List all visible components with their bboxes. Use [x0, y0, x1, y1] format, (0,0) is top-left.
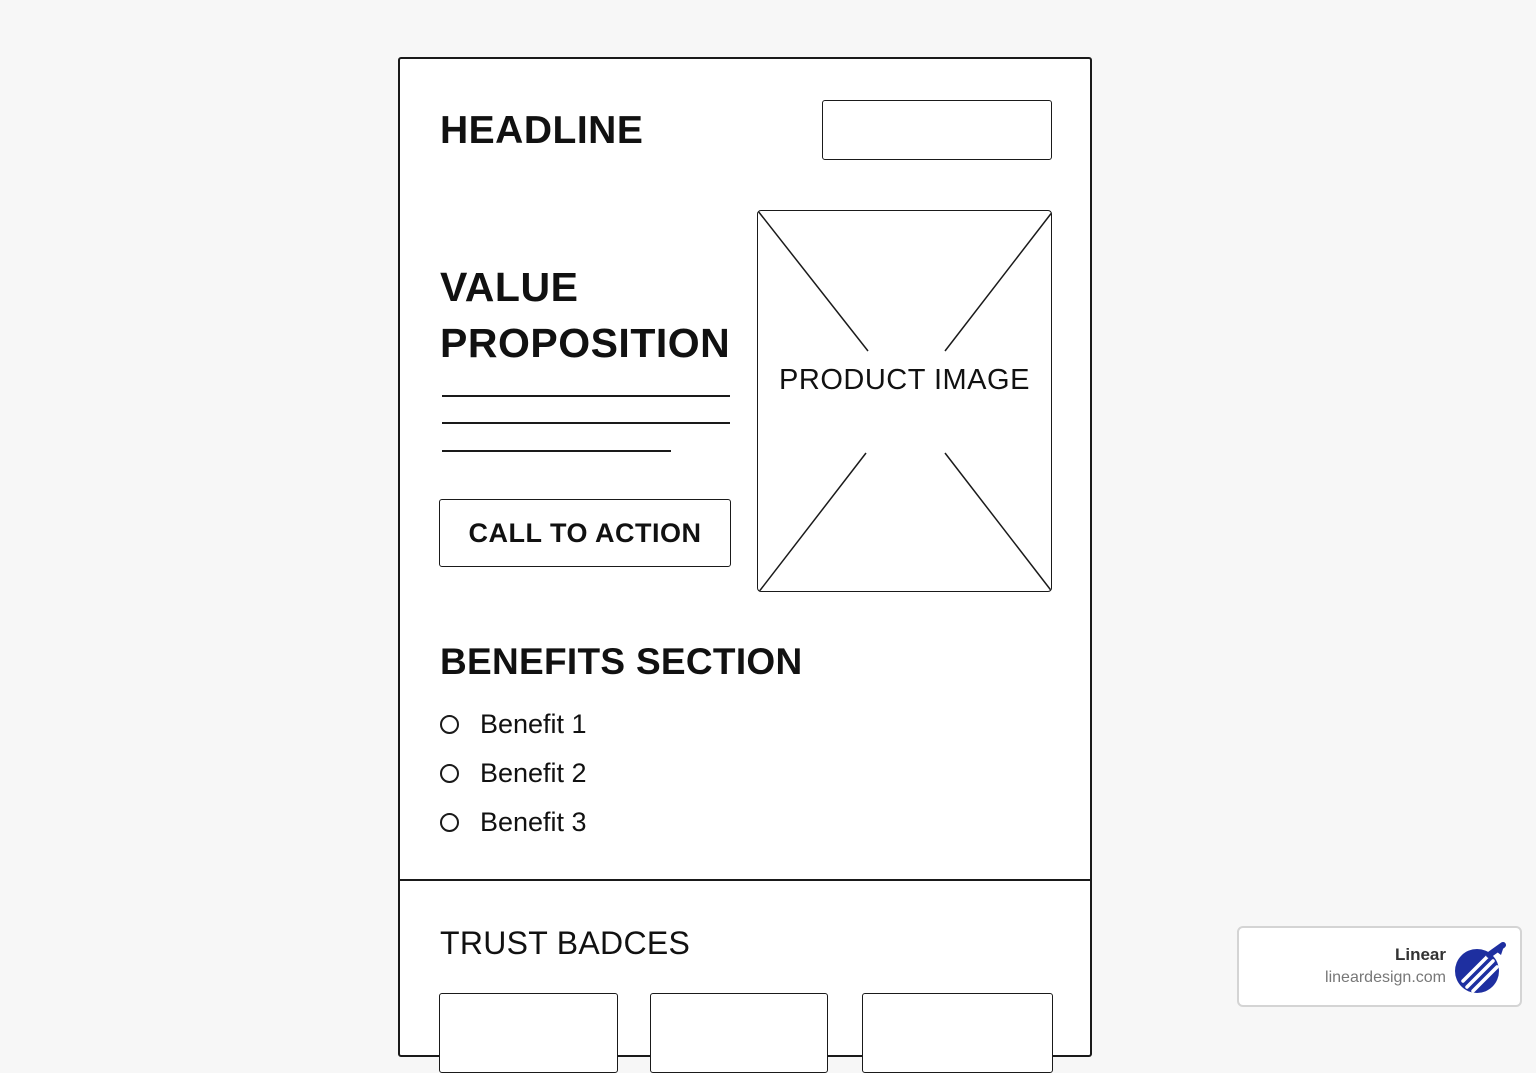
call-to-action-button[interactable]: CALL TO ACTION: [439, 499, 731, 567]
text-placeholder-line: [442, 422, 730, 424]
benefit-label: Benefit 1: [480, 708, 587, 739]
radio-circle-icon[interactable]: [440, 763, 459, 783]
benefit-item[interactable]: Benefit 2: [440, 756, 587, 790]
value-proposition: VALUE PROPOSITION: [440, 264, 731, 366]
trust-badge-placeholder: [862, 993, 1053, 1073]
watermark-brand: Linear: [1394, 945, 1446, 964]
trust-badge-placeholder: [650, 993, 828, 1073]
watermark-badge[interactable]: Linear lineardesign.com: [1237, 926, 1522, 1007]
benefit-label: Benefit 2: [480, 757, 587, 788]
linear-logo-icon: [1455, 942, 1506, 993]
trust-badge-placeholder: [439, 993, 618, 1073]
watermark-site: lineardesign.com: [1325, 969, 1446, 986]
image-placeholder-cross-icon: [758, 211, 1051, 591]
trust-badges-title: TRUST BADCES: [440, 925, 691, 961]
section-divider: [400, 879, 1090, 881]
headline: HEADLINE: [440, 109, 644, 152]
text-placeholder-line: [442, 395, 730, 397]
benefit-item[interactable]: Benefit 3: [440, 805, 587, 839]
header-placeholder-box: [822, 100, 1052, 160]
radio-circle-icon[interactable]: [440, 812, 459, 832]
benefit-item[interactable]: Benefit 1: [440, 707, 587, 741]
product-image-label: PRODUCT IMAGE: [779, 364, 1030, 396]
text-placeholder-line: [442, 450, 671, 452]
benefit-label: Benefit 3: [480, 806, 587, 837]
product-image-placeholder: PRODUCT IMAGE: [757, 210, 1052, 592]
radio-circle-icon[interactable]: [440, 714, 459, 734]
benefits-section-title: BENEFITS SECTION: [440, 641, 803, 682]
landing-page-wireframe: HEADLINE VALUE PROPOSITION CALL TO ACTIO…: [398, 57, 1092, 1073]
